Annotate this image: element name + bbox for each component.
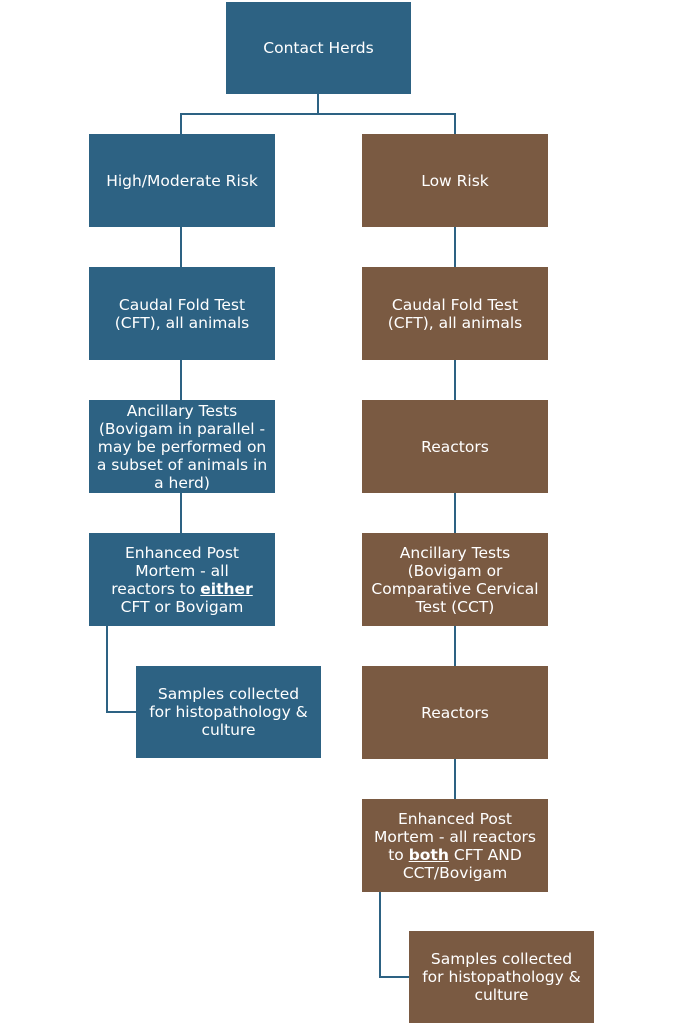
low-risk-header-node: Low Risk bbox=[362, 134, 548, 227]
connector-right-sample bbox=[379, 892, 409, 978]
connector-left-sample bbox=[106, 626, 136, 713]
right-post-mortem-text-after: CFT AND CCT/Bovigam bbox=[402, 845, 522, 882]
left-post-mortem-label: Enhanced Post Mortem - all reactors to e… bbox=[92, 544, 272, 616]
left-samples-node: Samples collected for histopathology & c… bbox=[136, 666, 321, 758]
right-cft-label: Caudal Fold Test (CFT), all animals bbox=[387, 295, 523, 332]
root-label: Contact Herds bbox=[263, 39, 374, 57]
right-ancillary-label: Ancillary Tests (Bovigam or Comparative … bbox=[371, 543, 539, 616]
right-post-mortem-label: Enhanced Post Mortem - all reactors to b… bbox=[365, 810, 545, 882]
high-risk-header-node: High/Moderate Risk bbox=[89, 134, 275, 227]
root-node: Contact Herds bbox=[226, 2, 411, 94]
right-post-mortem-node: Enhanced Post Mortem - all reactors to b… bbox=[362, 799, 548, 892]
left-post-mortem-node: Enhanced Post Mortem - all reactors to e… bbox=[89, 533, 275, 626]
high-risk-header-label: High/Moderate Risk bbox=[106, 171, 258, 190]
left-post-mortem-emphasis: either bbox=[200, 579, 253, 598]
right-reactors-node-2: Reactors bbox=[362, 666, 548, 759]
left-samples-label: Samples collected for histopathology & c… bbox=[149, 685, 308, 739]
right-ancillary-node: Ancillary Tests (Bovigam or Comparative … bbox=[362, 533, 548, 626]
right-reactors-label-1: Reactors bbox=[421, 437, 489, 456]
right-reactors-node-1: Reactors bbox=[362, 400, 548, 493]
right-samples-label: Samples collected for histopathology & c… bbox=[422, 950, 581, 1004]
right-reactors-label-2: Reactors bbox=[421, 703, 489, 722]
right-cft-node: Caudal Fold Test (CFT), all animals bbox=[362, 267, 548, 360]
right-post-mortem-emphasis: both bbox=[408, 845, 449, 864]
connector-root-split bbox=[180, 113, 456, 134]
left-ancillary-label: Ancillary Tests (Bovigam in parallel - m… bbox=[96, 401, 268, 492]
left-post-mortem-text-after: CFT or Bovigam bbox=[120, 597, 244, 616]
left-post-mortem-text-before: Enhanced Post Mortem - all reactors to bbox=[111, 543, 240, 598]
left-ancillary-node: Ancillary Tests (Bovigam in parallel - m… bbox=[89, 400, 275, 493]
left-cft-label: Caudal Fold Test (CFT), all animals bbox=[114, 295, 250, 332]
right-post-mortem-text-before: Enhanced Post Mortem - all reactors to bbox=[373, 809, 537, 864]
right-samples-node: Samples collected for histopathology & c… bbox=[409, 931, 594, 1023]
low-risk-header-label: Low Risk bbox=[421, 171, 489, 190]
left-cft-node: Caudal Fold Test (CFT), all animals bbox=[89, 267, 275, 360]
